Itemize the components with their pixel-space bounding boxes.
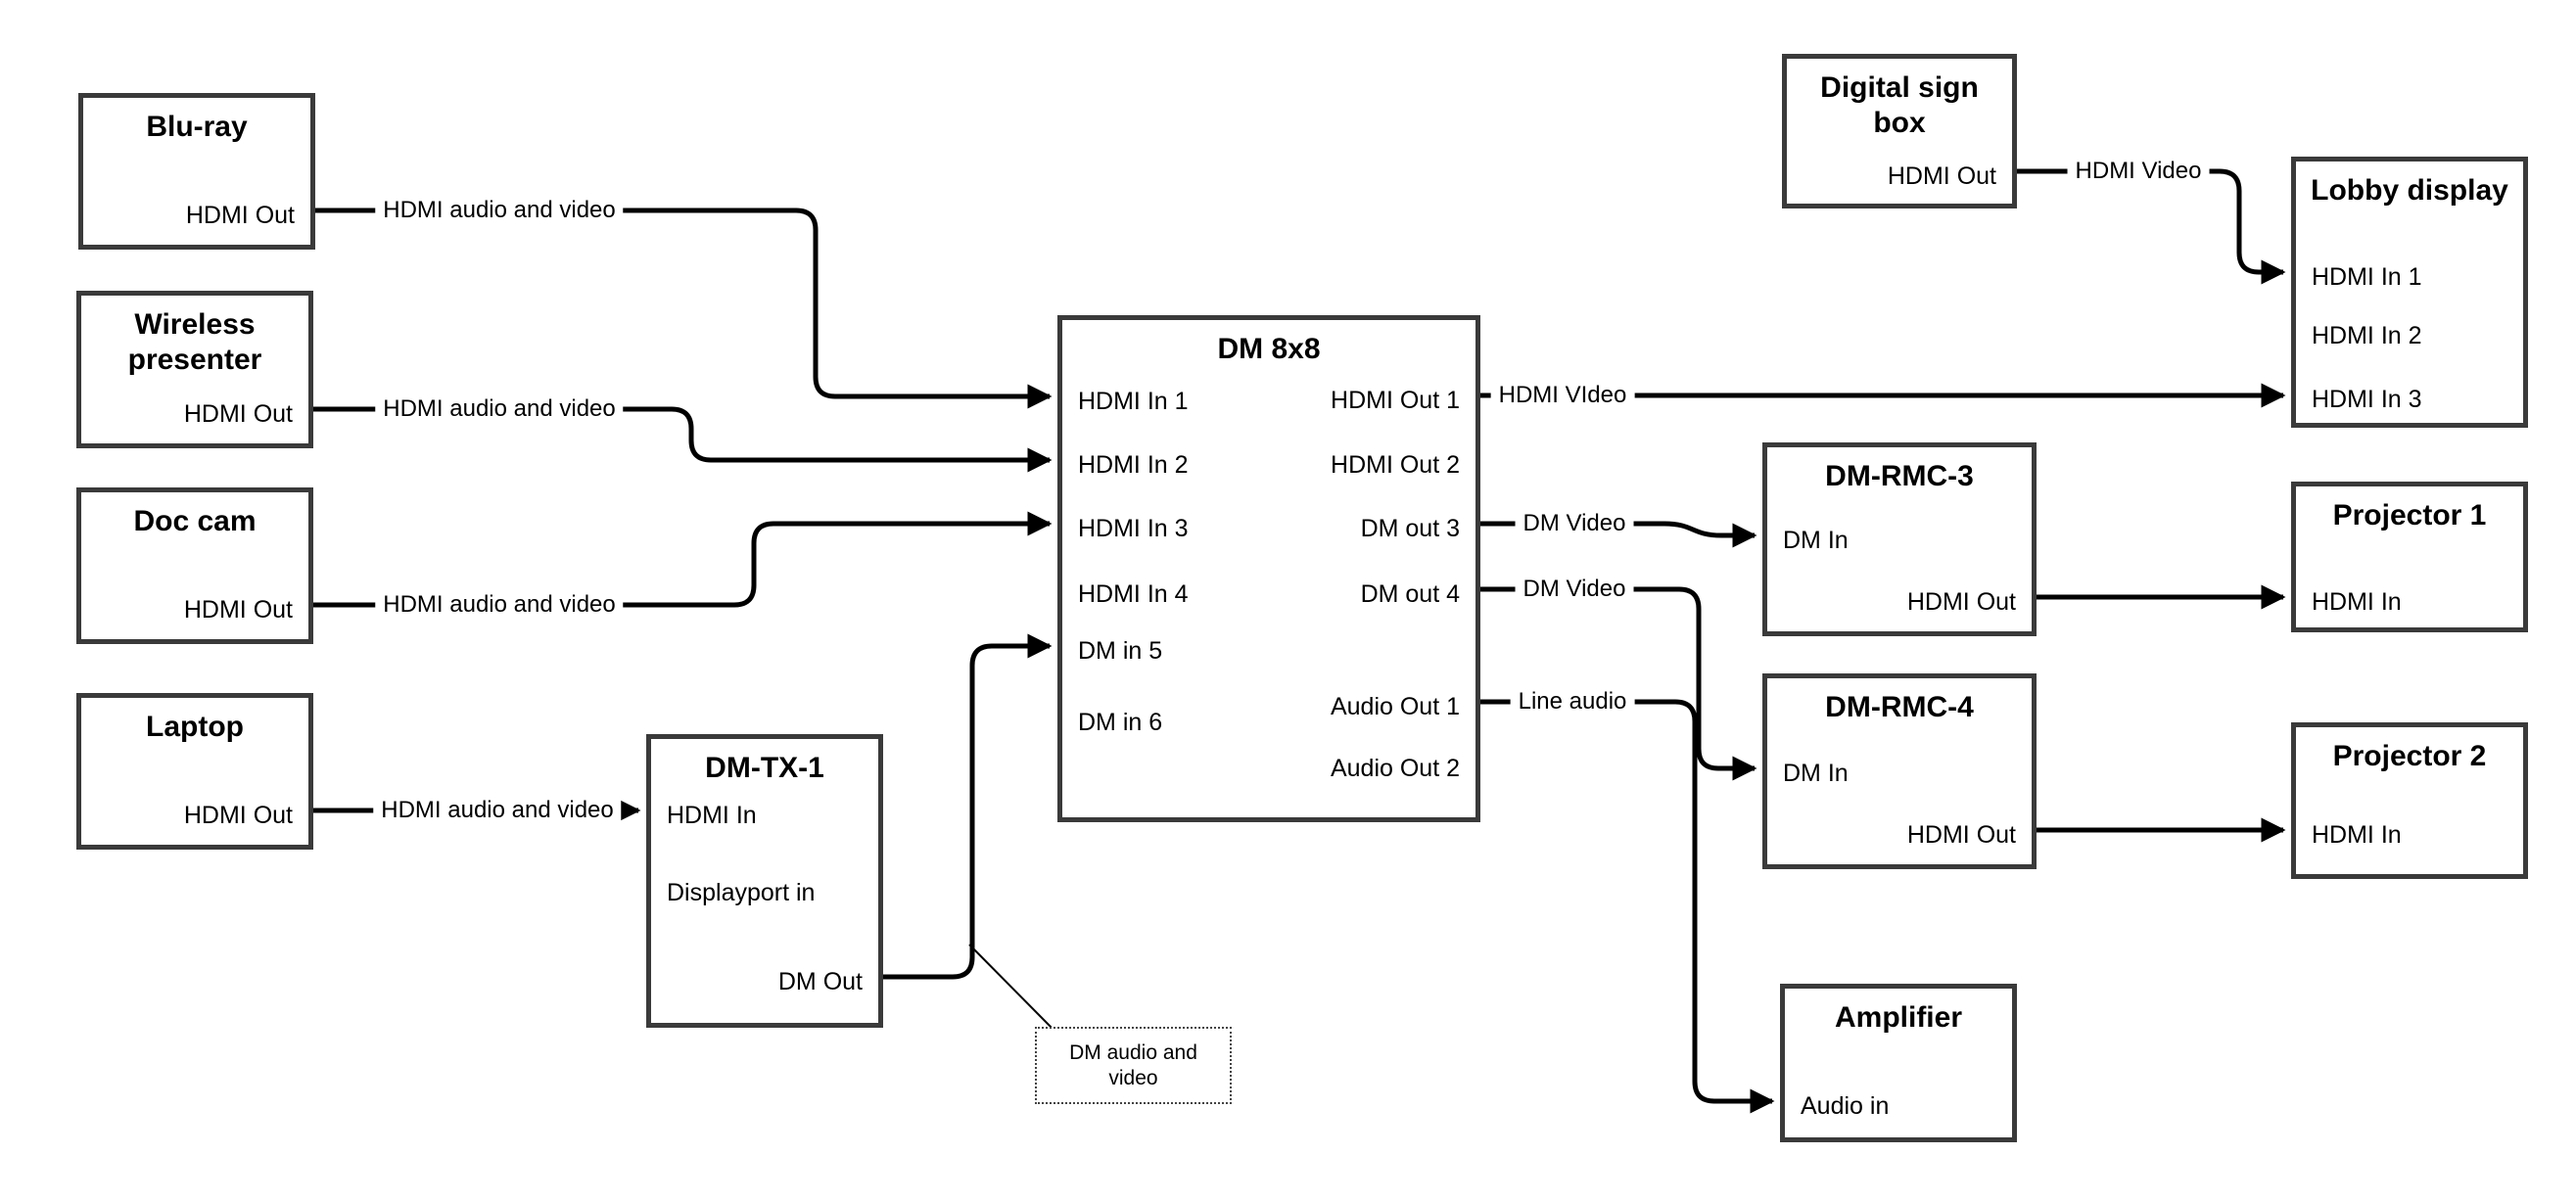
cable-label-line-audio: Line audio — [1510, 687, 1635, 716]
cable-dm8x8-out3-to-rmc3 — [1480, 521, 1757, 548]
cable-label-dm-video-out4: DM Video — [1515, 575, 1634, 604]
node-dm-8x8: DM 8x8 HDMI In 1 HDMI In 2 HDMI In 3 HDM… — [1057, 315, 1480, 822]
port-dm-in-6: DM in 6 — [1078, 709, 1163, 736]
port-dm-out: DM Out — [777, 968, 863, 995]
port-hdmi-out: HDMI Out — [1906, 821, 2016, 849]
port-hdmi-in-2: HDMI In 2 — [2312, 322, 2422, 349]
cable-dmtx1-to-dm8x8-in5 — [883, 633, 1053, 980]
node-dm-rmc-4: DM-RMC-4 DM In HDMI Out — [1762, 673, 2037, 869]
node-digital-sign-box: Digital sign box HDMI Out — [1782, 54, 2017, 208]
port-hdmi-out-1: HDMI Out 1 — [1331, 387, 1460, 414]
cable-label-hdmi-av-doccam: HDMI audio and video — [375, 590, 624, 620]
port-hdmi-out: HDMI Out — [1906, 588, 2016, 616]
node-dm-rmc-3: DM-RMC-3 DM In HDMI Out — [1762, 442, 2037, 636]
cable-label-hdmi-av-wireless: HDMI audio and video — [375, 394, 624, 424]
port-hdmi-in-3: HDMI In 3 — [1078, 515, 1189, 542]
cable-label-hdmi-video-sign: HDMI Video — [2067, 157, 2210, 186]
cable-label-dm-video-out3: DM Video — [1515, 509, 1634, 538]
cable-label-hdmi-av-bluray: HDMI audio and video — [375, 196, 624, 225]
node-bluray: Blu-ray HDMI Out — [78, 93, 315, 250]
node-title: Lobby display — [2311, 174, 2508, 207]
port-dm-out-3: DM out 3 — [1360, 515, 1460, 542]
port-audio-out-2: Audio Out 2 — [1330, 755, 1460, 782]
port-hdmi-out: HDMI Out — [185, 202, 295, 229]
node-wireless-presenter: Wireless presenter HDMI Out — [76, 291, 313, 448]
node-lobby-display: Lobby display HDMI In 1 HDMI In 2 HDMI I… — [2291, 157, 2528, 428]
node-title: Wireless presenter — [127, 308, 262, 376]
cable-bluray-to-dm8x8-in1 — [315, 208, 1053, 409]
node-title: Doc cam — [133, 505, 257, 537]
node-projector-1: Projector 1 HDMI In — [2291, 482, 2528, 632]
port-dm-out-4: DM out 4 — [1360, 580, 1460, 608]
node-title: DM-RMC-3 — [1825, 460, 1974, 492]
annotation-leader-line — [968, 944, 1058, 1035]
cable-wireless-to-dm8x8-in2 — [313, 406, 1053, 473]
port-hdmi-out: HDMI Out — [183, 802, 293, 829]
node-amplifier: Amplifier Audio in — [1780, 984, 2017, 1142]
port-audio-in: Audio in — [1801, 1092, 1890, 1120]
node-projector-2: Projector 2 HDMI In — [2291, 722, 2528, 879]
cable-label-hdmi-av-laptop: HDMI audio and video — [373, 796, 622, 825]
cable-digitalsign-to-lobby-in1 — [2017, 168, 2286, 285]
node-title: Blu-ray — [146, 111, 248, 143]
node-laptop: Laptop HDMI Out — [76, 693, 313, 850]
node-title: Laptop — [146, 711, 244, 743]
port-hdmi-out: HDMI Out — [183, 400, 293, 428]
node-title: Amplifier — [1834, 1001, 1963, 1034]
port-displayport-in: Displayport in — [667, 879, 816, 906]
port-hdmi-in-3: HDMI In 3 — [2312, 386, 2422, 413]
cable-dm8x8-audio1-to-amplifier — [1480, 699, 1775, 1114]
port-dm-in: DM In — [1783, 760, 1849, 787]
port-hdmi-in: HDMI In — [667, 802, 757, 829]
port-hdmi-out-2: HDMI Out 2 — [1331, 451, 1460, 479]
port-hdmi-out: HDMI Out — [1887, 162, 1996, 190]
port-dm-in-5: DM in 5 — [1078, 637, 1163, 665]
node-doc-cam: Doc cam HDMI Out — [76, 487, 313, 644]
port-hdmi-in-1: HDMI In 1 — [1078, 388, 1189, 415]
node-title: DM-RMC-4 — [1825, 691, 1974, 723]
node-dm-tx-1: DM-TX-1 HDMI In Displayport in DM Out — [646, 734, 883, 1028]
node-title: DM 8x8 — [1217, 333, 1321, 365]
port-hdmi-in-2: HDMI In 2 — [1078, 451, 1189, 479]
port-hdmi-in-4: HDMI In 4 — [1078, 580, 1189, 608]
cable-label-hdmi-video-out1: HDMI VIdeo — [1490, 381, 1635, 410]
annotation-dm-audio-video: DM audio and video — [1035, 1027, 1232, 1104]
cable-dm8x8-out4-to-rmc4 — [1480, 586, 1757, 781]
cable-doccam-to-dm8x8-in3 — [313, 511, 1053, 608]
port-hdmi-in: HDMI In — [2312, 821, 2402, 849]
node-title: Digital sign box — [1820, 71, 1979, 139]
node-title: Projector 1 — [2332, 499, 2487, 531]
port-hdmi-in: HDMI In — [2312, 588, 2402, 616]
port-hdmi-out: HDMI Out — [183, 596, 293, 624]
port-hdmi-in-1: HDMI In 1 — [2312, 263, 2422, 291]
node-title: DM-TX-1 — [705, 752, 824, 784]
node-title: Projector 2 — [2332, 740, 2487, 772]
port-audio-out-1: Audio Out 1 — [1330, 693, 1460, 720]
port-dm-in: DM In — [1783, 527, 1849, 554]
